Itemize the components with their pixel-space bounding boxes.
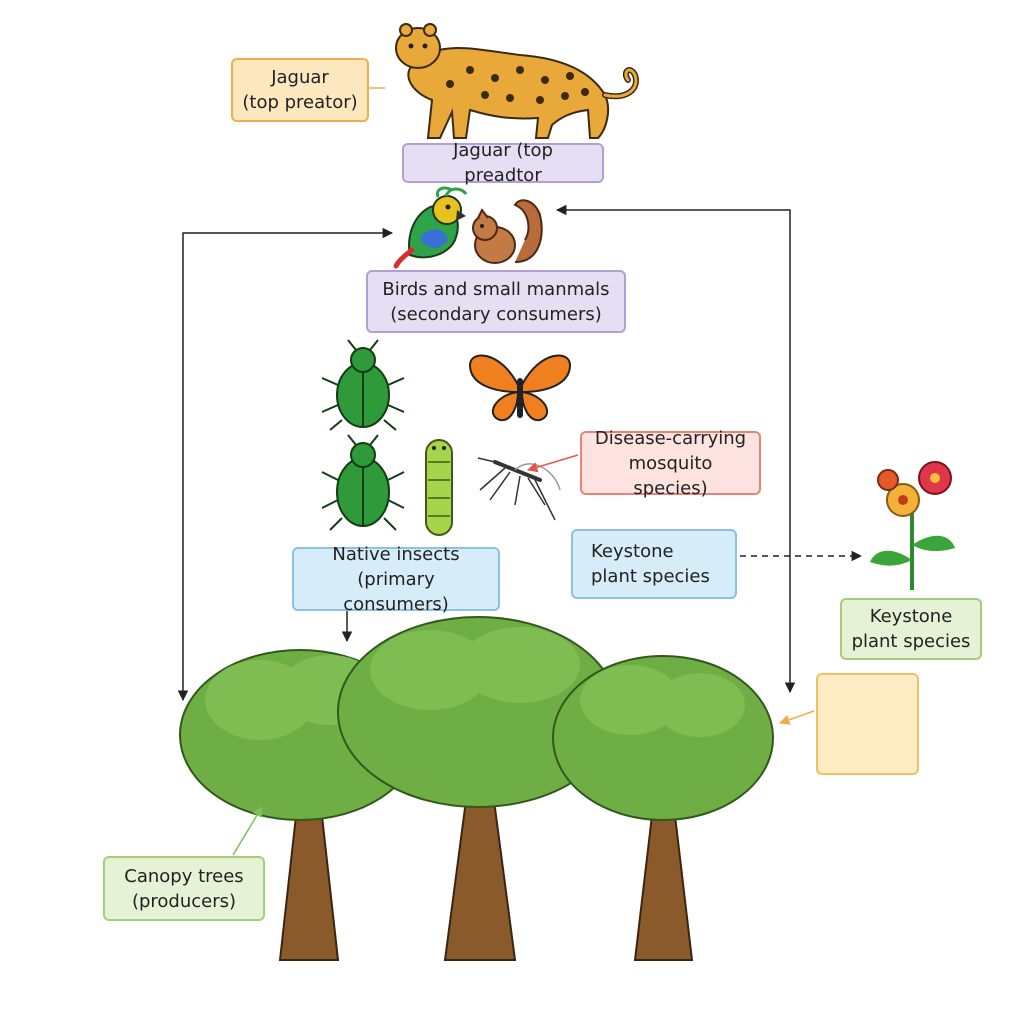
native-insects-line2: (primary consumers) — [343, 568, 449, 615]
canopy-trees-line2: (producers) — [131, 890, 237, 912]
native-insects-label: Native insects (primary consumers) — [292, 544, 500, 615]
keystone-left-label: Keystone plant species — [571, 529, 737, 599]
squirrel-icon — [472, 199, 543, 264]
disease-mosquito-label: Disease-carrying mosquito species) — [580, 428, 761, 499]
arrow-left-loop — [177, 227, 394, 702]
disease-mosquito-line2: mosquito species) — [628, 452, 713, 499]
keystone-right-label: Keystone plant species — [840, 598, 982, 660]
canopy-trees-line1: Canopy trees — [124, 865, 244, 887]
jaguar-side-line2: (top preator) — [242, 92, 358, 113]
arrow-mosquito-to-trees — [779, 710, 815, 725]
caterpillar-icon — [425, 439, 453, 536]
jaguar-side-label: Jaguar (top preator) — [231, 58, 369, 122]
birds-mammals-label: Birds and small manmals (secondary consu… — [366, 270, 626, 333]
arrow-disease-to-mosquito — [526, 454, 579, 473]
beetle-icon — [321, 434, 405, 531]
keystone-right-line2: plant species — [851, 631, 971, 652]
keystone-right-line1: Keystone — [869, 606, 953, 627]
jaguar-icon — [395, 23, 639, 139]
jaguar-center-line1: Jaguar (top preadtor — [453, 140, 553, 186]
arrow-right-loop — [555, 204, 796, 694]
canopy-tree-icon — [337, 616, 619, 961]
jaguar-side-line1: Jaguar — [271, 67, 329, 88]
canopy-tree-icon — [552, 655, 774, 961]
canopy-trees-label: Canopy trees (producers) — [103, 856, 265, 921]
jaguar-center-label: Jaguar (top preadtor — [402, 140, 604, 186]
birds-mammals-line1: Birds and small manmals — [382, 278, 610, 300]
birds-mammals-line2: (secondary consumers) — [390, 303, 602, 325]
butterfly-icon — [468, 354, 572, 422]
arrow-group — [177, 87, 863, 856]
native-insects-line1: Native insects — [332, 543, 460, 565]
disease-mosquito-line1: Disease-carrying — [594, 427, 747, 449]
keystone-left-line2: plant species — [591, 566, 710, 587]
arrow-producers-to-tree — [232, 806, 263, 856]
mosquito-icon — [477, 457, 561, 521]
beetle-icon — [321, 339, 405, 431]
parrot-icon — [393, 186, 468, 269]
flower-icon — [870, 461, 955, 590]
invasive-mosquito-box — [816, 673, 919, 775]
keystone-left-line1: Keystone — [591, 541, 674, 562]
